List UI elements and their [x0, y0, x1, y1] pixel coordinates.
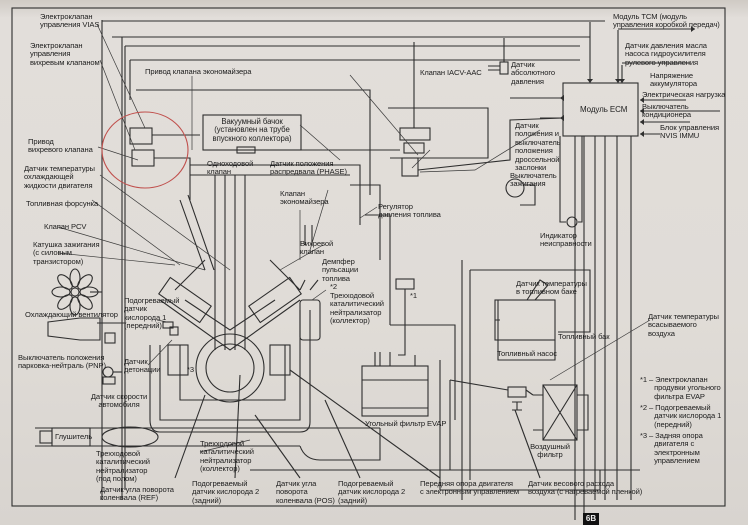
label-pnp: Выключатель положения парковка-нейтраль …: [18, 353, 106, 371]
label-muffler: Глушитель: [55, 432, 93, 441]
label-cat-manifold-2: Трехходовой каталитический нейтрализатор…: [330, 291, 384, 326]
throttle-body: [401, 157, 419, 177]
label-vias-solenoid: Электроклапан управления VIAS: [40, 12, 100, 30]
vacuum-tank: [202, 114, 302, 151]
label-cam-sensor: Датчик положения распредвала (PHASE): [270, 159, 347, 177]
label-maf-sensor: Датчик весового расхода воздуха (с нагре…: [528, 479, 643, 497]
page-badge: 6B: [583, 513, 599, 525]
map-sensor: [499, 61, 509, 75]
label-nvis: Блок управления NVIS IMMU: [660, 123, 719, 141]
label-economizer-actuator: Привод клапана экономайзера: [145, 67, 252, 76]
label-swirl-valve: Вихревой клапан: [300, 239, 334, 257]
label-knock: Датчик детонации: [124, 357, 161, 375]
label-fuel-regulator: Регулятор давления топлива: [378, 202, 441, 220]
footnote-3: *3 – Задняя опора двигателя с электронны…: [640, 431, 703, 466]
marker-2: *2: [330, 282, 337, 291]
label-vacuum-tank: Вакуумный бачок (установлен на трубе впу…: [212, 117, 292, 143]
label-swirl-actuator: Привод вихревого клапана: [28, 137, 93, 155]
label-swirl-solenoid: Электроклапан управления вихревым клапан…: [30, 41, 100, 67]
label-pos-sensor: Датчик угла поворота коленвала (POS): [276, 479, 335, 505]
underfloor-catalyst: [101, 426, 159, 448]
label-electric-load: Электрическая нагрузка: [642, 90, 726, 99]
label-cat-manifold: Трехходовой каталитический нейтрализатор…: [200, 439, 254, 474]
label-front-mount: Передняя опора двигателя с электронным у…: [420, 479, 520, 497]
label-coil: Катушка зажигания (с силовым транзисторо…: [33, 240, 100, 266]
label-pulse-damper: Демпфер пульсации топлива: [322, 257, 359, 283]
label-malfunction-indicator: Индикатор неисправности: [540, 231, 592, 249]
highlight-ellipse: [101, 111, 189, 189]
o2-front-sensor: [162, 321, 174, 329]
label-ac-switch: Выключатель кондиционера: [642, 102, 691, 120]
label-ps-pressure: Датчик давления масла насоса гидроусилит…: [625, 41, 707, 67]
swirl-solenoid: [131, 149, 155, 167]
label-tps: Датчик положения и выключатель положения…: [515, 121, 561, 173]
label-speed-sensor: Датчик скорости автомобиля: [90, 392, 148, 410]
vias-solenoid: [129, 127, 153, 145]
label-map-sensor: Датчик абсолютного давления: [511, 60, 556, 86]
iacv-valve: [399, 127, 431, 141]
marker-3: *3: [187, 365, 194, 374]
fuel-tank: [494, 299, 556, 341]
label-economizer-valve: Клапан экономайзера: [280, 189, 329, 207]
label-cat-underfloor: Трехходовой каталитический нейтрализатор…: [96, 449, 150, 484]
diagram-frame: [11, 7, 726, 507]
label-ref-sensor: Датчик угла поворота коленвала (REF): [100, 485, 174, 503]
label-coolant-temp: Датчик температуры охлаждающей жидкости …: [24, 164, 95, 190]
air-filter: [542, 384, 578, 441]
crankshaft: [195, 333, 265, 403]
label-check-valve: Одноходовой клапан: [207, 159, 254, 177]
check-valve: [236, 146, 256, 154]
marker-1: *1: [410, 291, 417, 300]
label-fuel-tank: Топливный бак: [558, 332, 610, 341]
label-o2-rear-2: Подогреваемый датчик кислорода 2 (задний…: [338, 479, 406, 505]
label-intake-air-temp: Датчик температуры всасываемого воздуха: [648, 312, 719, 338]
rear-mount: [167, 344, 189, 376]
label-air-filter: Воздушный фильтр: [530, 442, 570, 460]
footnote-2: *2 – Подогреваемый датчик кислорода 1 (п…: [640, 403, 722, 429]
label-tcm: Модуль TCM (модуль управления коробкой п…: [613, 12, 720, 30]
ignition-switch-symbol: [505, 178, 525, 198]
evap-purge-valve: [395, 278, 415, 290]
evap-canister: [361, 365, 429, 417]
label-pcv: Клапан PCV: [44, 222, 87, 231]
maf-sensor: [507, 386, 527, 398]
label-o2-front: Подогреваемый датчик кислорода 1 (передн…: [124, 296, 180, 331]
label-o2-rear-1: Подогреваемый датчик кислорода 2 (задний…: [192, 479, 260, 505]
label-evap-canister: Угольный фильтр EVAP: [365, 419, 447, 428]
label-fuel-pump: Топливный насос: [497, 349, 557, 358]
engine-v: [159, 299, 301, 351]
ecm-module-label: Модуль ECM: [580, 105, 628, 114]
label-ignition-switch: Выключатель зажигания: [510, 171, 557, 189]
manifold-catalyst: [299, 299, 321, 341]
ecm-box: [562, 82, 639, 137]
label-fuel-tank-temp: Датчик температуры в топливном баке: [516, 279, 587, 297]
label-battery: Напряжение аккумулятора: [650, 71, 698, 89]
label-iacv: Клапан IACV-AAC: [420, 68, 482, 77]
label-cooling-fan: Охлаждающий вентилятор: [25, 310, 118, 319]
footnote-1: *1 – Электроклапан продувки угольного фи…: [640, 375, 721, 401]
transmission-symbol: [47, 317, 101, 341]
malfunction-lamp: [566, 216, 578, 228]
label-injector: Топливная форсунка: [26, 199, 99, 208]
